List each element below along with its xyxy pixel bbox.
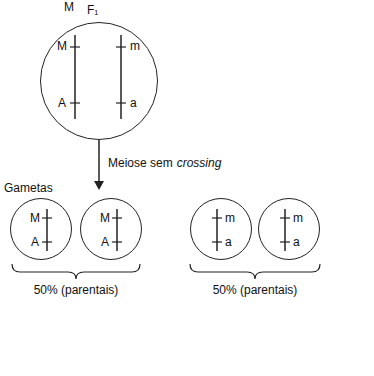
meiosis-arrow (98, 140, 100, 182)
allele-label: m (130, 39, 140, 53)
gene-locus (42, 241, 52, 242)
allele-label: m (225, 211, 235, 225)
process-label: crossing (177, 156, 222, 170)
allele-label: a (130, 96, 137, 110)
percentage-label: 50% (parentais) (34, 283, 119, 297)
process-label: Meiose sem (108, 156, 173, 170)
allele-label: M (100, 211, 110, 225)
percentage-label: 50% (parentais) (213, 283, 298, 297)
allele-label: A (58, 96, 66, 110)
allele-label: a (293, 235, 300, 249)
allele-label: m (293, 211, 303, 225)
gene-locus (112, 217, 122, 218)
arrow-head (94, 181, 104, 190)
chromosome-line (46, 209, 48, 251)
brace (12, 264, 140, 279)
gamete-circle: ma (258, 198, 320, 260)
gamete-circle: MA (80, 198, 142, 260)
allele-label: A (31, 235, 39, 249)
gene-locus (112, 241, 122, 242)
chromosome (11, 199, 73, 261)
gene-locus (70, 102, 80, 103)
gene-locus (116, 102, 126, 103)
allele-label: M (57, 39, 67, 53)
chromosome-line (116, 209, 118, 251)
generation-label: F₁ (87, 3, 98, 17)
chromosome (191, 199, 253, 261)
chromosome (259, 199, 321, 261)
gene-locus (116, 46, 126, 47)
gene-locus (70, 46, 80, 47)
gene-locus (212, 217, 222, 218)
gene-locus (42, 217, 52, 218)
allele-label: M (30, 211, 40, 225)
chromosome-line (216, 209, 218, 251)
cell-circle: F₁MAma (40, 22, 158, 140)
brace (190, 264, 320, 279)
gene-locus (212, 241, 222, 242)
allele-label: A (101, 235, 109, 249)
group-label: Gametas (4, 181, 53, 195)
cell-label: M (64, 0, 74, 14)
gene-locus (280, 241, 290, 242)
chromosome-line (284, 209, 286, 251)
allele-label: a (225, 235, 232, 249)
gene-locus (280, 217, 290, 218)
gamete-circle: MA (10, 198, 72, 260)
gamete-circle: ma (190, 198, 252, 260)
chromosome (81, 199, 143, 261)
